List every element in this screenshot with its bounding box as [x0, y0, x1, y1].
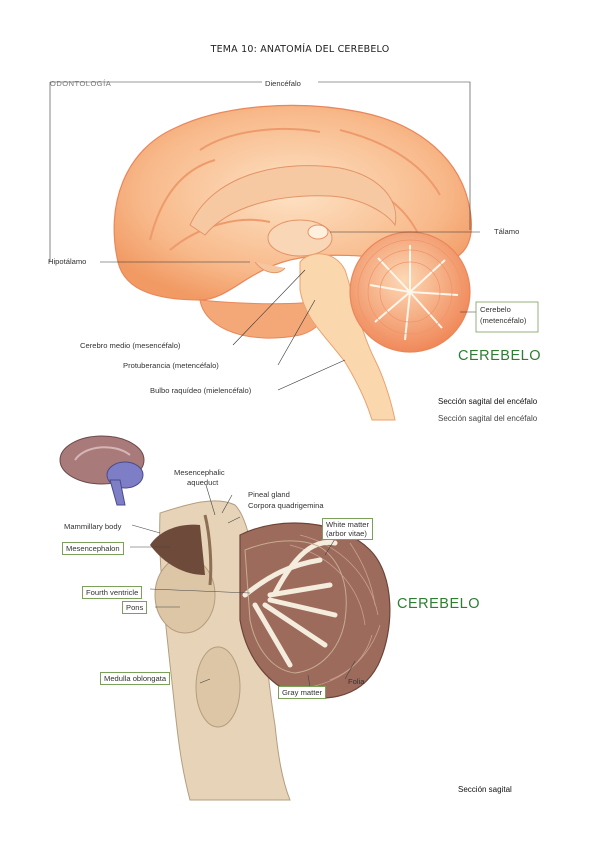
label-metencefalo: (metencéfalo) — [480, 316, 526, 325]
heading-cerebelo-1: CEREBELO — [458, 348, 541, 364]
label-aqueduct: aqueduct — [187, 478, 218, 487]
label-mammillary: Mammillary body — [64, 522, 121, 531]
label-medulla: Medulla oblongata — [100, 672, 170, 685]
label-bulbo: Bulbo raquídeo (mielencéfalo) — [150, 386, 251, 395]
label-arbor-vitae: (arbor vitae) — [326, 529, 367, 538]
cerebellum-illustration — [0, 425, 600, 805]
label-white-matter: White matter (arbor vitae) — [322, 518, 373, 540]
watermark-text: ODONTOLOGÍA — [50, 79, 111, 88]
caption-2: Sección sagital — [458, 785, 512, 794]
caption-overlap: Sección sagital del encéfalo — [438, 414, 537, 423]
label-protuberancia: Protuberancia (metencéfalo) — [123, 361, 219, 370]
label-pons: Pons — [122, 601, 147, 614]
brain-illustration — [0, 0, 600, 430]
label-talamo: Tálamo — [494, 227, 519, 236]
label-folia: Folia — [348, 677, 364, 686]
label-cerebelo: Cerebelo — [480, 305, 511, 314]
caption-1: Sección sagital del encéfalo — [438, 397, 537, 406]
label-mesencephalic: Mesencephalic — [174, 468, 225, 477]
label-gray-matter: Gray matter — [278, 686, 326, 699]
label-cerebro-medio: Cerebro medio (mesencéfalo) — [80, 341, 180, 350]
label-fourth-ventricle: Fourth ventricle — [82, 586, 142, 599]
label-hipotalamo: Hipotálamo — [48, 257, 86, 266]
label-white-matter-text: White matter — [326, 520, 369, 529]
label-corpora: Corpora quadrigemina — [248, 501, 324, 510]
heading-cerebelo-2: CEREBELO — [397, 596, 480, 612]
label-pineal: Pineal gland — [248, 490, 290, 499]
label-mesencephalon: Mesencephalon — [62, 542, 124, 555]
label-diencefalo: Diencéfalo — [265, 79, 301, 88]
